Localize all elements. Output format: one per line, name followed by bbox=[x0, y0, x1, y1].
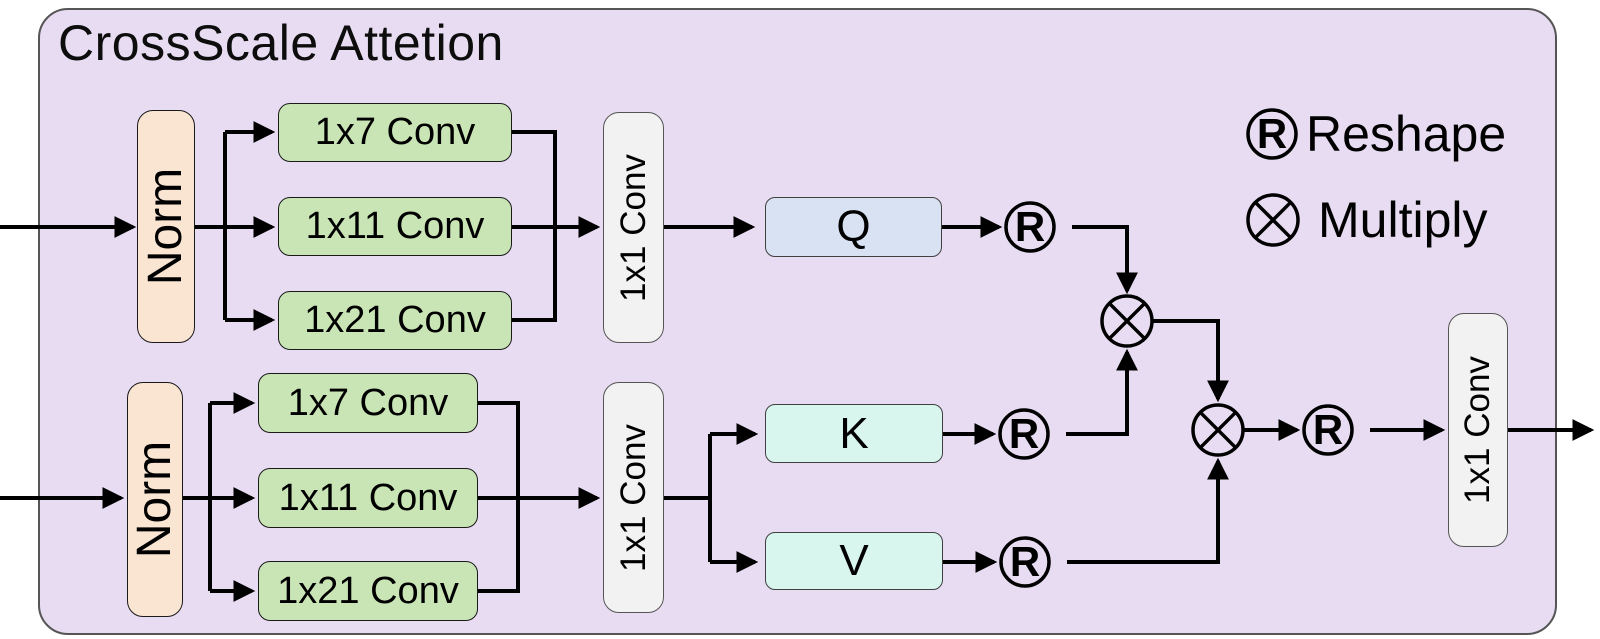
wire-multiply1-to-multiply2 bbox=[1152, 319, 1229, 403]
reshape-node-q bbox=[1004, 201, 1056, 253]
reshape-node-k bbox=[998, 408, 1050, 460]
wire-vreshape-to-multiply2 bbox=[1067, 457, 1229, 564]
conv-1x1-bottom-label: 1x1 Conv bbox=[613, 423, 653, 572]
wire-kreshape-to-multiply1 bbox=[1066, 348, 1138, 436]
conv-1x7-top: 1x7 Conv bbox=[278, 103, 512, 162]
legend-multiply-label: Multiply bbox=[1318, 192, 1488, 248]
reshape-symbol-v: R bbox=[1009, 538, 1041, 585]
conv-1x11-bottom-label: 1x11 Conv bbox=[278, 476, 458, 519]
v-label: V bbox=[839, 536, 869, 585]
q-block: Q bbox=[765, 197, 942, 257]
k-block: K bbox=[765, 404, 943, 463]
norm-bottom-label: Norm bbox=[128, 440, 182, 559]
conv-1x7-top-label: 1x7 Conv bbox=[314, 111, 476, 153]
norm-block-top: Norm bbox=[137, 110, 195, 343]
page-title: CrossScale Attetion bbox=[58, 15, 504, 71]
reshape-node-out bbox=[1302, 404, 1354, 456]
legend-reshape-icon bbox=[1246, 108, 1298, 160]
multiply-x-icon bbox=[1254, 201, 1292, 239]
reshape-node-v bbox=[999, 536, 1051, 588]
multiply-nodes bbox=[1100, 193, 1300, 457]
conv-1x11-bottom: 1x11 Conv bbox=[258, 468, 478, 528]
conv-1x1-output: 1x1 Conv bbox=[1448, 313, 1508, 547]
k-label: K bbox=[839, 408, 869, 458]
conv-1x11-top-label: 1x11 Conv bbox=[305, 205, 485, 247]
wire-qreshape-to-multiply1 bbox=[1072, 225, 1138, 295]
legend-reshape-label: Reshape bbox=[1306, 106, 1507, 162]
conv-1x21-top-label: 1x21 Conv bbox=[304, 299, 486, 341]
multiply-x-icon bbox=[1199, 411, 1237, 449]
conv-1x1-bottom: 1x1 Conv bbox=[603, 382, 664, 613]
norm-top-label: Norm bbox=[139, 167, 193, 286]
conv-1x7-bottom-label: 1x7 Conv bbox=[287, 381, 449, 424]
legend-reshape-symbol: R bbox=[1256, 110, 1288, 157]
nodes bbox=[998, 108, 1354, 588]
conv-1x21-bottom: 1x21 Conv bbox=[258, 561, 478, 621]
conv-1x1-top-label: 1x1 Conv bbox=[613, 153, 653, 302]
conv-1x1-top: 1x1 Conv bbox=[603, 112, 664, 343]
reshape-symbol-out: R bbox=[1312, 406, 1344, 453]
reshape-symbol-k: R bbox=[1008, 410, 1040, 457]
q-label: Q bbox=[836, 202, 871, 251]
conv-1x21-bottom-label: 1x21 Conv bbox=[277, 569, 459, 612]
conv-1x1-output-label: 1x1 Conv bbox=[1458, 356, 1497, 504]
reshape-symbol-q: R bbox=[1014, 203, 1046, 250]
v-block: V bbox=[765, 532, 943, 590]
conv-1x7-bottom: 1x7 Conv bbox=[258, 373, 478, 433]
wires bbox=[0, 121, 1595, 602]
multiply-x-icon bbox=[1108, 302, 1146, 340]
conv-1x11-top: 1x11 Conv bbox=[278, 197, 512, 256]
norm-block-bottom: Norm bbox=[127, 382, 183, 617]
conv-1x21-top: 1x21 Conv bbox=[278, 291, 512, 350]
